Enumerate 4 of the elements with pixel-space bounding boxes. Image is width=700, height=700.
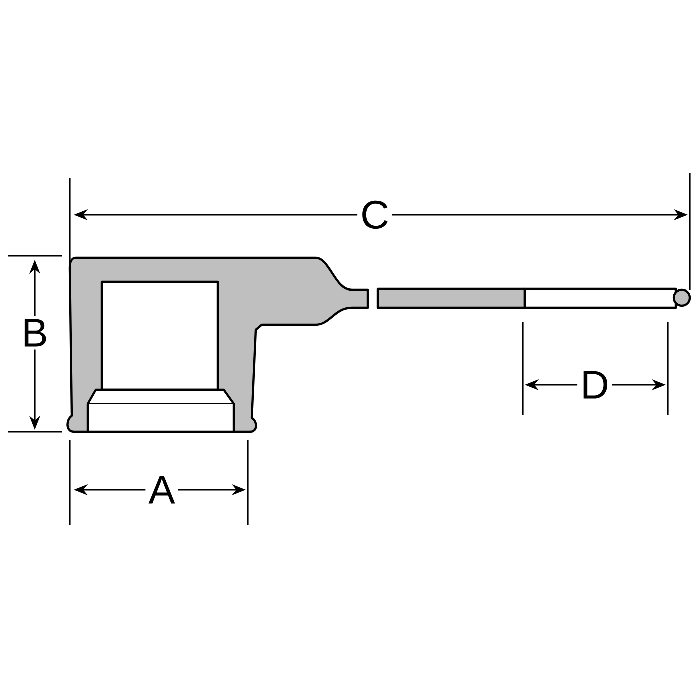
dimension-label: B [18,316,52,350]
dimension-label: C [358,198,392,232]
dimension-label: D [578,368,612,402]
dimension-label: A [146,473,178,507]
